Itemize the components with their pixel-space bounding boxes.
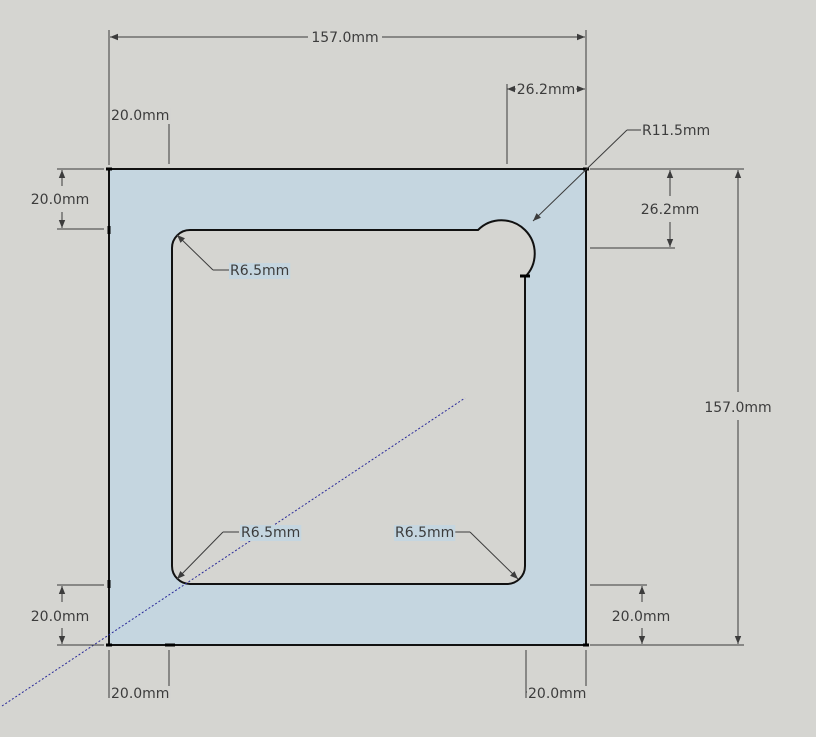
dim-right-bottom-offset[interactable]: 20.0mm xyxy=(590,584,672,646)
dim-inner-top-left-radius[interactable]: R6.5mm xyxy=(176,234,291,279)
dim-inner-bottom-right-radius-label: R6.5mm xyxy=(395,525,454,541)
vertex-markers xyxy=(106,167,589,647)
label-mask xyxy=(394,525,456,541)
dim-relief-radius-label: R11.5mm xyxy=(642,123,710,139)
dim-left-top-offset-label: 20.0mm xyxy=(31,192,89,208)
dim-right-top-offset-label: 26.2mm xyxy=(641,202,699,218)
label-mask xyxy=(29,192,91,208)
dim-bottom-left-offset[interactable]: 20.0mm xyxy=(108,650,171,702)
dim-inner-top-left-radius-label: R6.5mm xyxy=(230,263,289,279)
dim-bottom-right-offset[interactable]: 20.0mm xyxy=(525,650,588,702)
dim-relief-radius[interactable]: R11.5mm xyxy=(532,123,712,222)
dim-top-left-offset-label: 20.0mm xyxy=(111,108,169,124)
dim-overall-width-label: 157.0mm xyxy=(311,30,378,46)
label-mask xyxy=(310,30,380,46)
dim-right-top-offset[interactable]: 26.2mm xyxy=(590,168,701,249)
label-mask xyxy=(703,400,773,416)
dim-overall-height[interactable]: 157.0mm xyxy=(590,168,773,646)
dim-bottom-left-offset-label: 20.0mm xyxy=(111,686,169,702)
dim-top-right-offset-label: 26.2mm xyxy=(517,82,575,98)
dim-left-bottom-offset[interactable]: 20.0mm xyxy=(29,584,104,646)
label-mask xyxy=(240,525,302,541)
outer-profile[interactable] xyxy=(108,168,587,646)
dim-left-bottom-offset-label: 20.0mm xyxy=(31,609,89,625)
dim-overall-height-label: 157.0mm xyxy=(704,400,771,416)
dim-left-top-offset[interactable]: 20.0mm xyxy=(29,168,104,230)
label-mask xyxy=(527,686,588,702)
dim-right-bottom-offset-label: 20.0mm xyxy=(612,609,670,625)
plate-face[interactable] xyxy=(109,169,586,645)
axis-guide-line xyxy=(1,397,466,707)
dim-overall-width[interactable]: 157.0mm xyxy=(108,30,587,165)
label-mask xyxy=(610,609,672,625)
dim-top-left-offset[interactable]: 20.0mm xyxy=(110,108,171,164)
label-mask xyxy=(229,263,291,279)
dim-top-right-offset[interactable]: 26.2mm xyxy=(506,82,585,164)
label-mask xyxy=(110,686,171,702)
label-mask xyxy=(29,609,91,625)
label-mask xyxy=(515,82,577,98)
dim-inner-bottom-left-radius[interactable]: R6.5mm xyxy=(176,525,302,580)
dim-bottom-right-offset-label: 20.0mm xyxy=(528,686,586,702)
label-mask xyxy=(641,123,712,139)
dim-inner-bottom-right-radius[interactable]: R6.5mm xyxy=(394,525,519,580)
dim-inner-bottom-left-radius-label: R6.5mm xyxy=(241,525,300,541)
label-mask xyxy=(110,108,171,124)
label-mask xyxy=(639,202,701,218)
inner-profile[interactable] xyxy=(171,219,536,585)
